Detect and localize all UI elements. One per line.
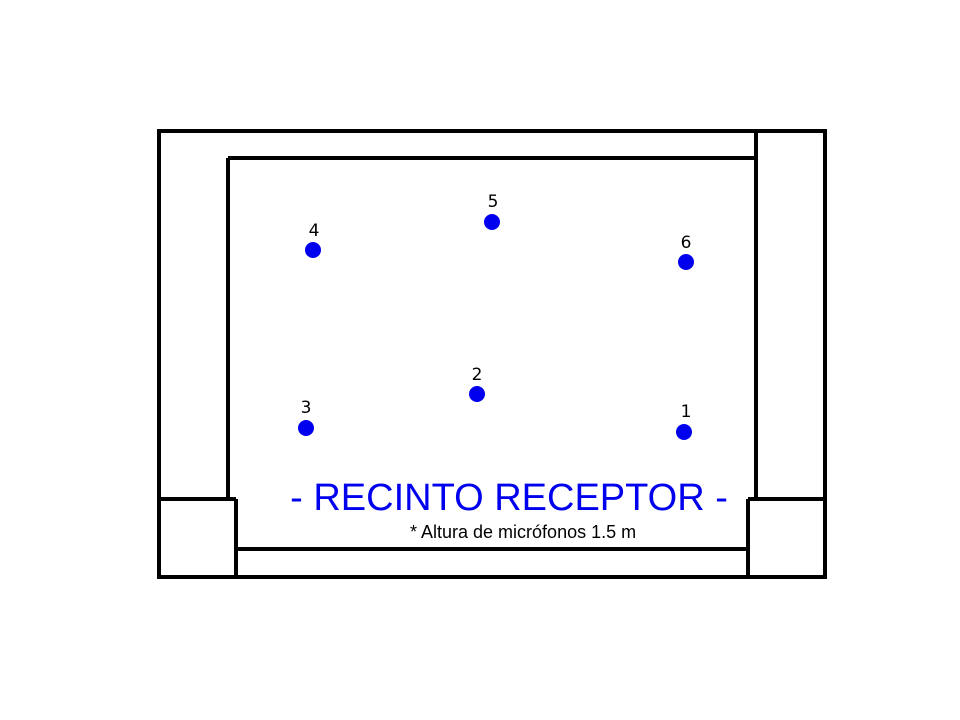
outer-wall xyxy=(157,129,827,579)
microphone-6-marker xyxy=(678,254,694,270)
microphone-3-label: 3 xyxy=(301,398,312,418)
microphone-2-marker xyxy=(469,386,485,402)
microphone-2-label: 2 xyxy=(472,365,483,385)
microphone-group: 1 2 3 4 5 6 xyxy=(298,192,694,440)
microphone-4-marker xyxy=(305,242,321,258)
microphone-6-label: 6 xyxy=(681,233,692,253)
microphone-5-label: 5 xyxy=(488,192,499,212)
diagram-note: * Altura de micrófonos 1.5 m xyxy=(410,522,636,542)
microphone-5-marker xyxy=(484,214,500,230)
microphone-1-label: 1 xyxy=(681,402,692,422)
microphone-4-label: 4 xyxy=(309,221,320,241)
microphone-3-marker xyxy=(298,420,314,436)
microphone-1-marker xyxy=(676,424,692,440)
diagram-title: - RECINTO RECEPTOR - xyxy=(290,477,728,519)
